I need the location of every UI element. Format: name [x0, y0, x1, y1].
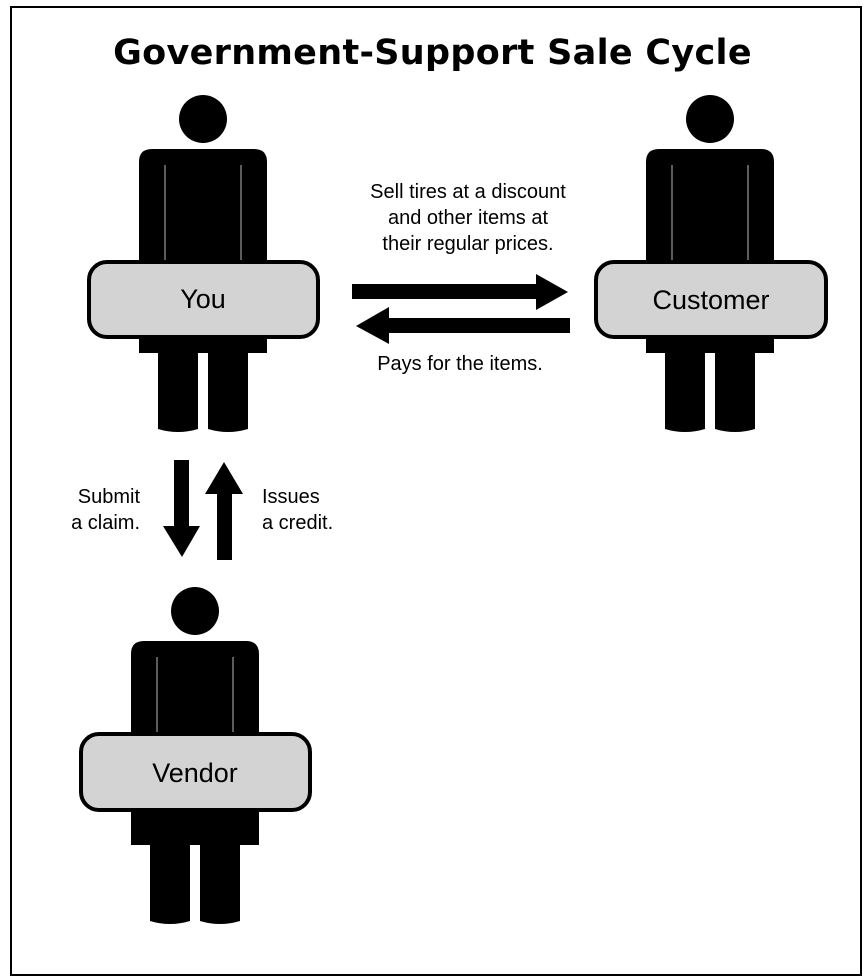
- person-you-icon: [87, 94, 320, 433]
- sell-note: Sell tires at a discount and other items…: [318, 179, 618, 257]
- person-vendor-icon: [79, 586, 312, 925]
- issues-credit-note: Issues a credit.: [262, 484, 382, 536]
- issues-credit-line: a credit.: [262, 512, 334, 534]
- sell-note-line: their regular prices.: [382, 233, 554, 255]
- sell-note-line: Sell tires at a discount: [370, 181, 566, 203]
- sell-note-line: and other items at: [387, 207, 549, 229]
- arrow-left-icon: [356, 307, 570, 344]
- pays-note: Pays for the items.: [330, 351, 590, 377]
- vendor-sign: [79, 732, 312, 812]
- diagram-title: Government-Support Sale Cycle: [113, 33, 752, 73]
- submit-claim-line: a claim.: [71, 512, 140, 534]
- issues-credit-line: Issues: [262, 486, 320, 508]
- submit-claim-line: Submit: [77, 486, 140, 508]
- pays-note-line: Pays for the items.: [377, 353, 543, 375]
- arrow-up-icon: [205, 462, 243, 560]
- arrow-right-icon: [352, 274, 568, 310]
- you-sign: [87, 260, 320, 339]
- customer-label: Customer: [652, 285, 770, 315]
- customer-sign: [594, 260, 828, 339]
- submit-claim-note: Submit a claim.: [30, 484, 140, 536]
- person-customer-icon: [594, 94, 828, 433]
- arrow-down-icon: [163, 460, 200, 557]
- you-label: You: [180, 284, 226, 314]
- vendor-label: Vendor: [152, 758, 238, 788]
